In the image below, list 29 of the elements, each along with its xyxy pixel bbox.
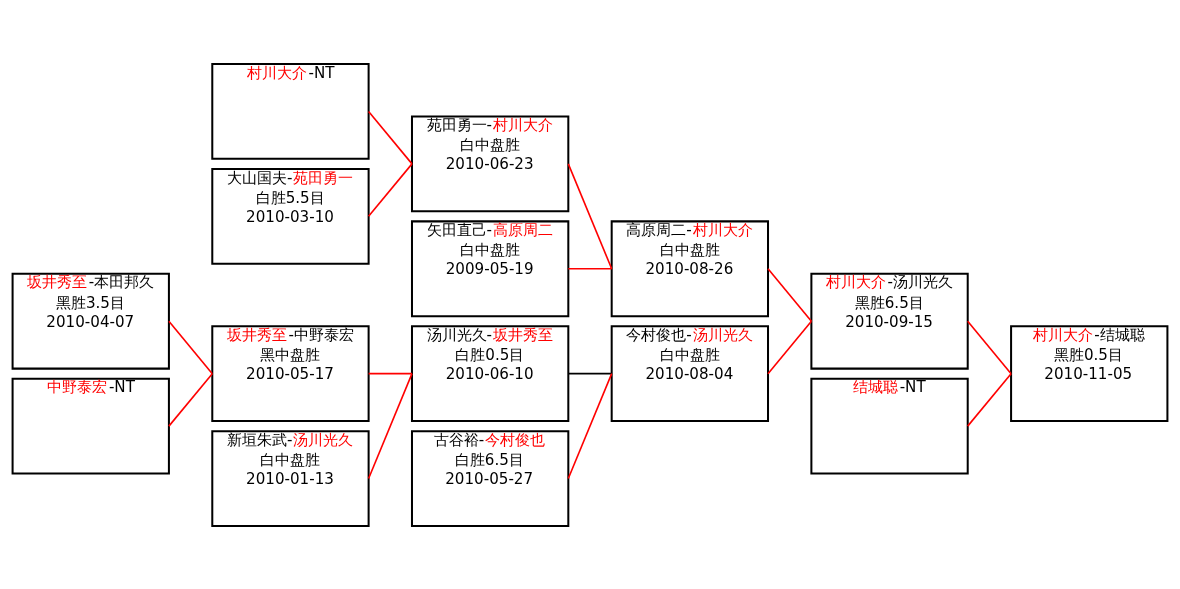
connector xyxy=(567,162,613,270)
node-box: 坂井秀至-中野泰宏 黑中盘胜 2010-05-17 xyxy=(211,324,370,422)
node-box: 坂井秀至-本田邦久 黑胜3.5目 2010-04-07 xyxy=(11,272,170,370)
connector xyxy=(168,372,214,427)
node-box: 古谷裕-今村俊也 白胜6.5目 2010-05-27 xyxy=(410,429,570,527)
node-box: 高原周二-村川大介 白中盘胜 2010-08-26 xyxy=(610,219,770,317)
connector xyxy=(567,372,613,374)
connector xyxy=(567,267,613,270)
node-box: 村川大介-结城聪 黑胜0.5目 2010-11-05 xyxy=(1010,324,1169,422)
connector xyxy=(367,162,413,217)
node-box: 中野泰宏-NT xyxy=(11,377,170,475)
node-box: 矢田直己-高原周二 白中盘胜 2009-05-19 xyxy=(410,219,570,317)
node-box: 村川大介-NT xyxy=(211,62,370,160)
node-box: 村川大介-汤川光久 黑胜6.5目 2010-09-15 xyxy=(810,272,969,370)
node-box: 新垣朱武-汤川光久 白中盘胜 2010-01-13 xyxy=(211,429,370,527)
connector xyxy=(367,372,413,479)
connector xyxy=(567,372,613,479)
connector xyxy=(367,372,413,374)
connector xyxy=(168,319,214,374)
node-box: 结城聪-NT xyxy=(810,377,969,475)
node-box: 今村俊也-汤川光久 白中盘胜 2010-08-04 xyxy=(610,324,770,422)
connector xyxy=(966,319,1012,374)
connector xyxy=(767,267,813,322)
connector xyxy=(367,110,413,165)
node-box: 大山国夫-苑田勇一 白胜5.5目 2010-03-10 xyxy=(211,167,370,265)
connector xyxy=(767,319,813,374)
node-box: 苑田勇一-村川大介 白中盘胜 2010-06-23 xyxy=(410,114,570,212)
node-box: 汤川光久-坂井秀至 白胜0.5目 2010-06-10 xyxy=(410,324,570,422)
connector xyxy=(966,372,1012,427)
